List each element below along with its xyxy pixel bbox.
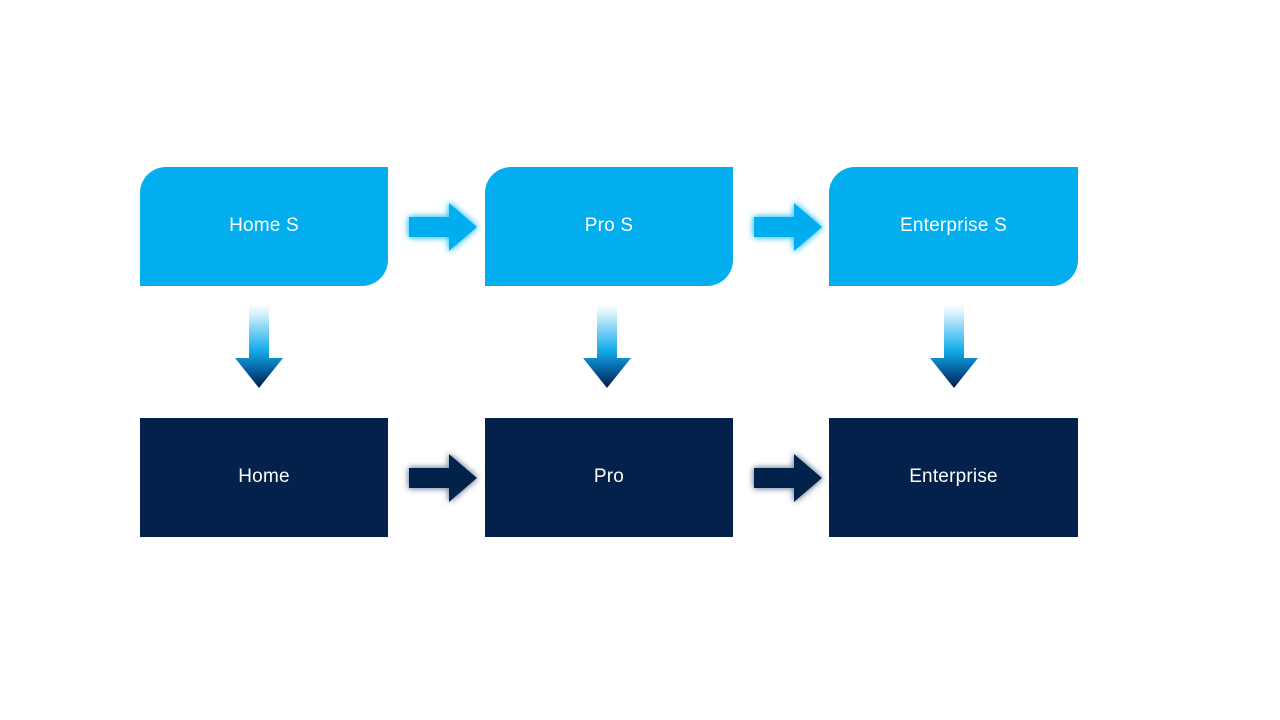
arrow-down-icon <box>230 302 288 392</box>
arrow-right-icon <box>750 197 826 257</box>
arrow-down-icon <box>578 302 636 392</box>
arrow-right-icon <box>750 448 826 508</box>
node-pro[interactable]: Pro <box>485 418 733 537</box>
node-label: Home S <box>229 214 299 236</box>
node-home-s[interactable]: Home S <box>140 167 388 286</box>
arrow-right-icon <box>405 448 481 508</box>
node-enterprise-s[interactable]: Enterprise S <box>829 167 1078 286</box>
node-label: Pro <box>593 465 625 487</box>
node-pro-s[interactable]: Pro S <box>485 167 733 286</box>
arrow-right-icon <box>405 197 481 257</box>
node-label: Home <box>238 465 290 487</box>
node-label: Enterprise S <box>900 214 1007 236</box>
node-home[interactable]: Home <box>140 418 388 537</box>
node-enterprise[interactable]: Enterprise <box>829 418 1078 537</box>
node-label: Pro S <box>584 214 634 236</box>
node-label: Enterprise <box>909 465 998 487</box>
arrow-down-icon <box>925 302 983 392</box>
